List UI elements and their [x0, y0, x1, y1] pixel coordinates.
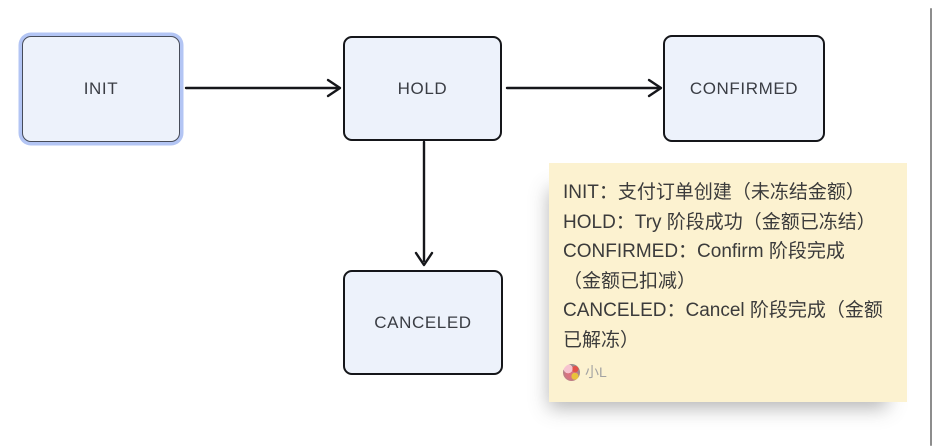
author-name: 小L	[585, 364, 607, 380]
note-line: （金额已扣减）	[563, 270, 697, 292]
state-node-hold[interactable]: HOLD	[343, 36, 502, 141]
state-node-confirmed-label: CONFIRMED	[689, 78, 799, 98]
panel-divider	[930, 8, 932, 446]
edge-hold-confirmed	[505, 78, 663, 98]
state-node-init-label: INIT	[83, 79, 119, 98]
note-line: CANCELED：Cancel 阶段完成（金额	[563, 300, 883, 321]
note-line: HOLD：Try 阶段成功（金额已冻结）	[563, 211, 876, 233]
state-node-init[interactable]: INIT	[22, 36, 180, 142]
author-row: 小L	[563, 362, 907, 382]
state-node-confirmed[interactable]: CONFIRMED	[663, 35, 825, 142]
note-line: INIT：支付订单创建（未冻结金额）	[563, 182, 865, 203]
legend-note: INIT：支付订单创建（未冻结金额） HOLD：Try 阶段成功（金额已冻结） …	[549, 163, 907, 402]
note-line: CONFIRMED：Confirm 阶段完成	[563, 241, 845, 262]
author-avatar	[563, 363, 580, 381]
edge-init-hold	[184, 78, 342, 98]
note-line: 已解冻）	[563, 329, 640, 351]
state-node-canceled-label: CANCELED	[374, 312, 472, 332]
state-node-canceled[interactable]: CANCELED	[343, 270, 503, 375]
edge-hold-canceled	[414, 140, 434, 267]
state-node-hold-label: HOLD	[397, 78, 448, 98]
